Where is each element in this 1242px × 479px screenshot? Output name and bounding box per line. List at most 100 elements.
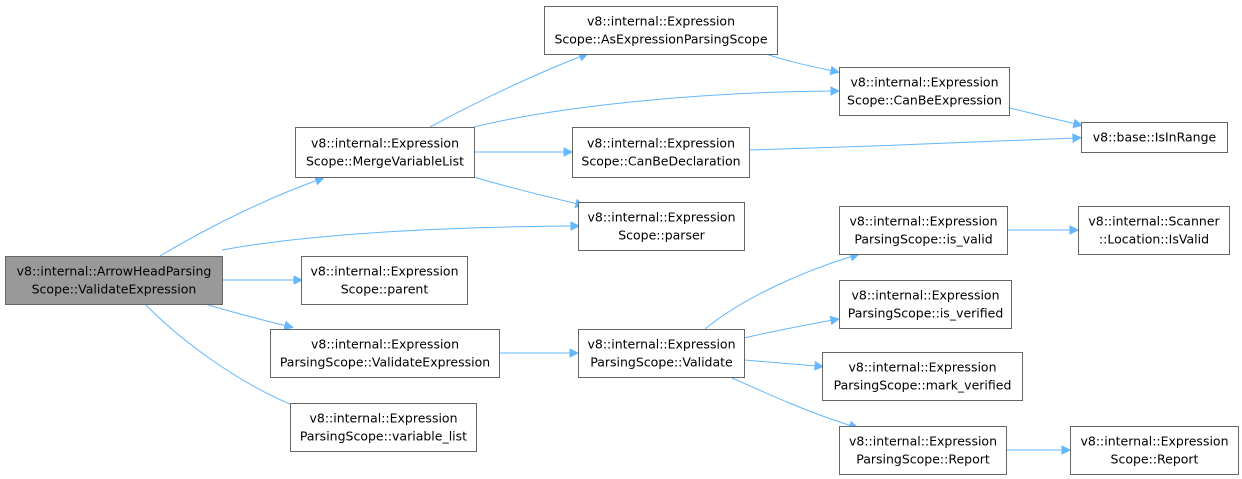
node-can_be_declaration[interactable]: v8::internal::ExpressionScope::CanBeDecl… bbox=[572, 127, 750, 178]
edge-merge_variable_list-to-can_be_declaration bbox=[473, 147, 574, 157]
node-label-line: Scope::MergeVariableList bbox=[306, 154, 464, 169]
edge-line bbox=[429, 55, 583, 128]
edge-arrowhead bbox=[283, 320, 294, 331]
node-label-line: v8::internal::Expression bbox=[849, 214, 997, 229]
edge-arrowhead bbox=[829, 65, 840, 76]
edge-validate_expression_root-to-merge_variable_list bbox=[159, 176, 325, 257]
node-is_valid[interactable]: v8::internal::ExpressionParsingScope::is… bbox=[839, 206, 1008, 255]
edge-arrowhead bbox=[1069, 225, 1080, 235]
node-label-line: v8::internal::Expression bbox=[587, 337, 735, 352]
edge-line bbox=[704, 255, 854, 330]
edge-arrowhead bbox=[1072, 133, 1083, 143]
node-box bbox=[839, 67, 1010, 116]
edge-arrowhead bbox=[563, 147, 574, 157]
edge-arrowhead bbox=[830, 86, 841, 96]
node-as_expression_parsing_scope[interactable]: v8::internal::ExpressionScope::AsExpress… bbox=[544, 6, 778, 55]
edge-eps_validate_expression-to-validate bbox=[499, 348, 580, 358]
edge-arrowhead bbox=[293, 275, 304, 285]
node-box bbox=[290, 403, 477, 452]
node-mark_verified[interactable]: v8::internal::ExpressionParsingScope::ma… bbox=[822, 352, 1023, 401]
node-label-line: v8::internal::Expression bbox=[850, 75, 998, 90]
edge-can_be_declaration-to-is_in_range bbox=[748, 133, 1083, 151]
node-label-line: ParsingScope::Report bbox=[856, 452, 990, 467]
edge-merge_variable_list-to-as_expression_parsing_scope bbox=[429, 52, 589, 128]
edge-validate_expression_root-to-parser bbox=[221, 221, 581, 251]
node-location_is_valid[interactable]: v8::internal::Scanner::Location::IsValid bbox=[1078, 206, 1230, 255]
node-eps_validate_expression[interactable]: v8::internal::ExpressionParsingScope::Va… bbox=[270, 329, 500, 378]
node-box bbox=[544, 6, 778, 55]
node-box bbox=[1081, 122, 1228, 153]
edge-line bbox=[743, 359, 818, 367]
node-variable_list[interactable]: v8::internal::ExpressionParsingScope::va… bbox=[290, 403, 477, 452]
node-label-line: v8::internal::Expression bbox=[311, 337, 459, 352]
node-is_verified[interactable]: v8::internal::ExpressionParsingScope::is… bbox=[839, 280, 1012, 329]
edge-arrowhead bbox=[829, 315, 841, 326]
edge-line bbox=[221, 225, 574, 251]
node-label-line: Scope::Report bbox=[1111, 452, 1199, 467]
edge-validate_expression_root-to-eps_validate_expression bbox=[204, 303, 294, 331]
node-label-line: Scope::CanBeDeclaration bbox=[581, 154, 740, 169]
node-label-line: v8::internal::Scanner bbox=[1088, 214, 1220, 229]
node-label-line: v8::internal::Expression bbox=[1080, 434, 1228, 449]
node-box bbox=[839, 206, 1008, 255]
node-validate[interactable]: v8::internal::ExpressionParsingScope::Va… bbox=[578, 329, 745, 378]
node-merge_variable_list[interactable]: v8::internal::ExpressionScope::MergeVari… bbox=[295, 127, 475, 178]
node-label-line: ParsingScope::variable_list bbox=[300, 429, 467, 444]
node-label-line: Scope::CanBeExpression bbox=[847, 93, 1002, 108]
node-label-line: v8::internal::Expression bbox=[587, 14, 735, 29]
node-label-line: ParsingScope::is_verified bbox=[848, 306, 1004, 321]
edge-as_expression_parsing_scope-to-can_be_expression bbox=[765, 53, 840, 76]
edge-line bbox=[743, 319, 834, 339]
node-can_be_expression[interactable]: v8::internal::ExpressionScope::CanBeExpr… bbox=[839, 67, 1010, 116]
node-label-line: ParsingScope::ValidateExpression bbox=[280, 355, 490, 370]
node-label-line: ::Location::IsValid bbox=[1099, 232, 1209, 247]
node-label-line: Scope::ValidateExpression bbox=[32, 282, 197, 297]
edge-is_valid-to-location_is_valid bbox=[1006, 225, 1080, 235]
node-box bbox=[301, 256, 468, 305]
node-box bbox=[578, 202, 745, 251]
node-box bbox=[839, 426, 1007, 475]
node-box bbox=[270, 329, 500, 378]
node-label-line: v8::internal::Expression bbox=[310, 264, 458, 279]
edge-arrowhead bbox=[1061, 445, 1072, 455]
node-validate_expression_root[interactable]: v8::internal::ArrowHeadParsingScope::Val… bbox=[5, 256, 223, 305]
node-label-line: Scope::AsExpressionParsingScope bbox=[554, 32, 767, 47]
node-label-line: Scope::parser bbox=[618, 228, 705, 243]
edge-arrowhead bbox=[814, 360, 825, 371]
node-label-line: ParsingScope::is_valid bbox=[854, 232, 992, 247]
node-label-line: ParsingScope::mark_verified bbox=[834, 378, 1012, 393]
node-label-line: v8::internal::ArrowHeadParsing bbox=[17, 264, 212, 279]
node-label-line: v8::internal::Expression bbox=[309, 411, 457, 426]
edge-line bbox=[473, 90, 834, 128]
node-box bbox=[295, 127, 475, 178]
edge-validate-to-is_verified bbox=[743, 315, 841, 339]
node-box bbox=[578, 329, 745, 378]
node-label-line: v8::internal::Expression bbox=[311, 136, 459, 151]
node-box bbox=[839, 280, 1012, 329]
edge-arrowhead bbox=[1072, 118, 1083, 129]
node-label-line: v8::internal::Expression bbox=[851, 288, 999, 303]
edge-merge_variable_list-to-parser bbox=[473, 176, 585, 209]
edge-line bbox=[729, 376, 853, 427]
node-eps_report[interactable]: v8::internal::ExpressionParsingScope::Re… bbox=[839, 426, 1007, 475]
node-label-line: v8::base::IsInRange bbox=[1093, 130, 1217, 145]
edge-line bbox=[765, 53, 834, 72]
node-box bbox=[822, 352, 1023, 401]
edge-validate-to-mark_verified bbox=[743, 359, 825, 371]
node-label-line: v8::internal::Expression bbox=[587, 210, 735, 225]
edge-line bbox=[204, 303, 288, 327]
edge-can_be_expression-to-is_in_range bbox=[1009, 107, 1083, 129]
edge-line bbox=[159, 179, 319, 257]
node-is_in_range[interactable]: v8::base::IsInRange bbox=[1081, 122, 1228, 153]
node-label-line: Scope::parent bbox=[341, 282, 429, 297]
node-box bbox=[5, 256, 223, 305]
edge-arrowhead bbox=[569, 348, 580, 358]
edges-layer bbox=[144, 52, 1083, 455]
node-label-line: v8::internal::Expression bbox=[587, 136, 735, 151]
edge-eps_report-to-es_report bbox=[1005, 445, 1072, 455]
edge-line bbox=[473, 176, 579, 205]
